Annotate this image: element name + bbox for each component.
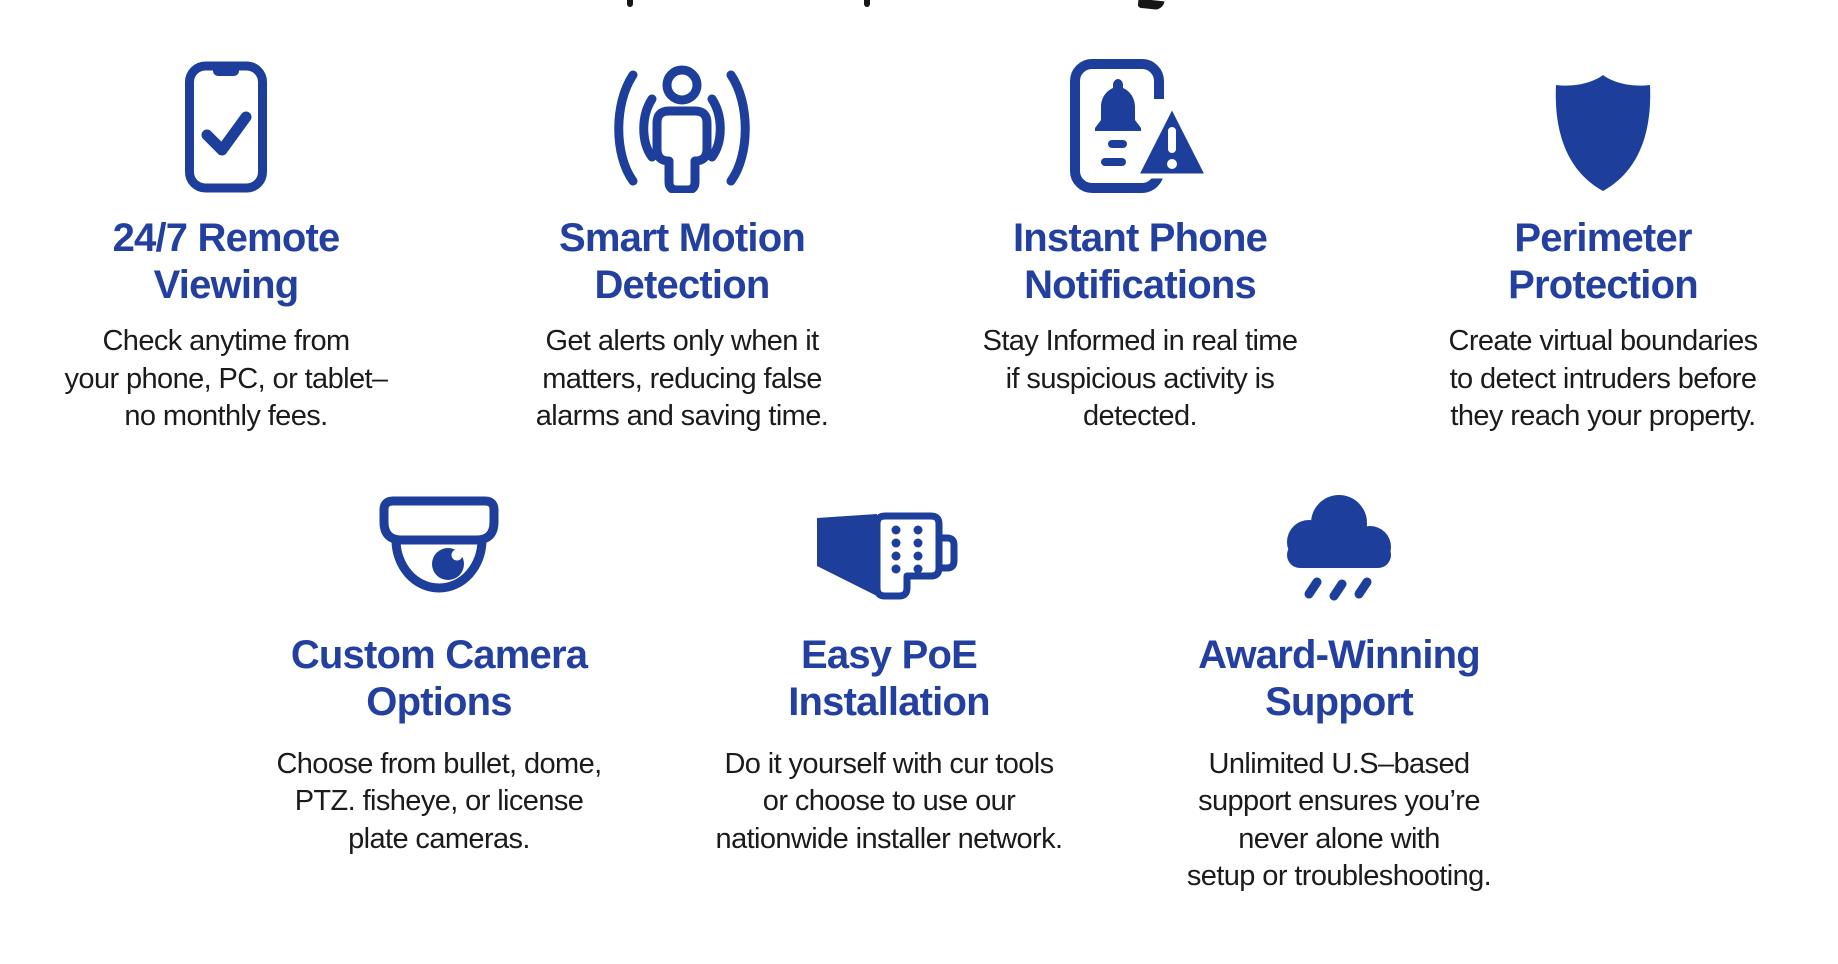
feature-motion-detection: Smart Motion Detection Get alerts only w… xyxy=(452,57,912,436)
feature-description: Check anytime from your phone, PC, or ta… xyxy=(64,325,389,432)
feature-phone-notifications: Instant Phone Notifications Stay Informe… xyxy=(912,57,1368,436)
feature-remote-viewing: 24/7 Remote Viewing Check anytime from y… xyxy=(0,57,452,436)
dome-camera-icon xyxy=(220,496,658,602)
cropped-text-fragment xyxy=(627,0,633,7)
phone-check-icon xyxy=(0,57,452,193)
feature-title: Award-Winning Support xyxy=(1198,632,1481,724)
feature-description: Do it yourself with cur tools or choose … xyxy=(715,747,1064,855)
feature-title: Perimeter Protection xyxy=(1508,216,1699,307)
feature-title: Easy PoE Installation xyxy=(788,632,990,724)
feature-title: 24/7 Remote Viewing xyxy=(112,216,341,307)
cloud-rain-icon xyxy=(1120,494,1558,602)
feature-title: Instant Phone Notifications xyxy=(1012,216,1268,307)
feature-title: Smart Motion Detection xyxy=(559,216,806,307)
feature-description: Create virtual boundaries to detect intr… xyxy=(1448,325,1758,432)
features-row-2: Custom Camera Options Choose from bullet… xyxy=(220,494,1838,896)
feature-description: Get alerts only when it matters, reducin… xyxy=(535,325,829,432)
feature-support: Award-Winning Support Unlimited U.S–base… xyxy=(1120,494,1558,896)
feature-description: Stay Informed in real time if suspicious… xyxy=(982,325,1298,432)
feature-poe-installation: Easy PoE Installation Do it yourself wit… xyxy=(670,496,1108,896)
feature-custom-cameras: Custom Camera Options Choose from bullet… xyxy=(220,496,658,896)
feature-perimeter-protection: Perimeter Protection Create virtual boun… xyxy=(1368,57,1838,436)
cropped-text-fragment xyxy=(864,0,870,7)
feature-description: Unlimited U.S–based support ensures you’… xyxy=(1186,747,1492,893)
phone-alert-icon xyxy=(912,57,1368,193)
feature-title: Custom Camera Options xyxy=(290,632,588,724)
feature-description: Choose from bullet, dome, PTZ. fisheye, … xyxy=(276,747,602,855)
shield-icon xyxy=(1368,57,1838,193)
poe-connector-icon xyxy=(670,496,1108,602)
motion-waves-icon xyxy=(452,57,912,193)
features-row-1: 24/7 Remote Viewing Check anytime from y… xyxy=(0,0,1838,436)
